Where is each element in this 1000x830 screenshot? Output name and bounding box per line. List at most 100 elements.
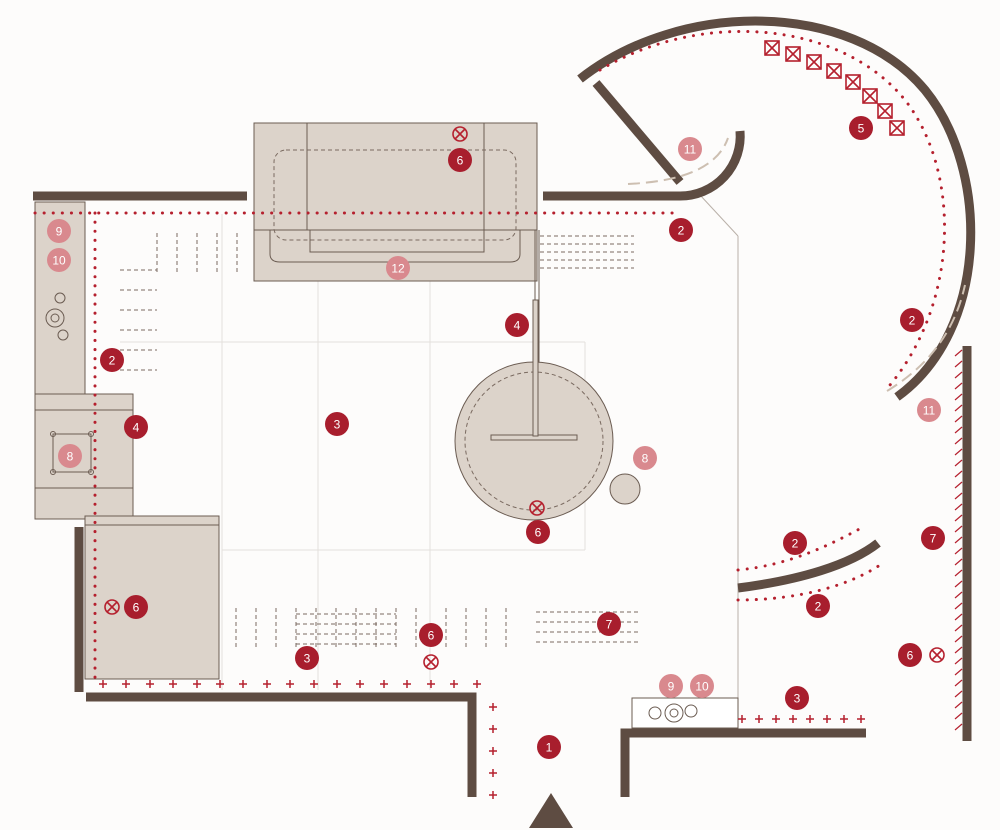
plus-icon bbox=[310, 680, 318, 688]
crossed-box-icon bbox=[104, 599, 120, 615]
plus-icon bbox=[239, 680, 247, 688]
marker-label: 5 bbox=[858, 122, 865, 136]
marker-9: 9 bbox=[47, 219, 71, 243]
plus-icon bbox=[738, 715, 746, 723]
plus-icon bbox=[263, 680, 271, 688]
marker-label: 2 bbox=[815, 600, 822, 614]
plus-icon bbox=[333, 680, 341, 688]
marker-2: 2 bbox=[806, 594, 830, 618]
plus-icon bbox=[146, 680, 154, 688]
marker-1: 1 bbox=[537, 735, 561, 759]
plus-icon bbox=[403, 680, 411, 688]
plus-icon bbox=[489, 747, 497, 755]
marker-label: 9 bbox=[56, 225, 63, 239]
marker-label: 3 bbox=[334, 418, 341, 432]
marker-12: 12 bbox=[386, 256, 410, 280]
marker-label: 9 bbox=[668, 680, 675, 694]
plus-icon bbox=[450, 680, 458, 688]
sink-fixture bbox=[631, 697, 739, 729]
marker-11: 11 bbox=[678, 137, 702, 161]
marker-label: 2 bbox=[909, 314, 916, 328]
marker-label: 6 bbox=[428, 629, 435, 643]
marker-label: 11 bbox=[923, 404, 936, 418]
marker-label: 10 bbox=[695, 680, 709, 694]
marker-label: 11 bbox=[684, 143, 697, 157]
marker-6: 6 bbox=[898, 643, 922, 667]
walls bbox=[33, 16, 976, 797]
marker-label: 6 bbox=[535, 526, 542, 540]
crossed-box-icon bbox=[862, 88, 878, 104]
kitchen-counter bbox=[34, 201, 220, 680]
hatched-wall bbox=[954, 349, 963, 731]
marker-6: 6 bbox=[448, 148, 472, 172]
side-table bbox=[609, 473, 641, 505]
plus-icon bbox=[789, 715, 797, 723]
marker-10: 10 bbox=[690, 674, 714, 698]
crossed-box-icon bbox=[423, 654, 439, 670]
marker-label: 6 bbox=[457, 154, 464, 168]
marker-label: 2 bbox=[678, 224, 685, 238]
marker-label: 6 bbox=[907, 649, 914, 663]
marker-label: 4 bbox=[514, 319, 521, 333]
marker-2: 2 bbox=[783, 531, 807, 555]
crossed-box-icon bbox=[889, 120, 905, 136]
plus-icon bbox=[216, 680, 224, 688]
marker-label: 7 bbox=[930, 532, 937, 546]
marker-6: 6 bbox=[124, 595, 148, 619]
marker-4: 4 bbox=[505, 313, 529, 337]
marker-label: 4 bbox=[133, 421, 140, 435]
marker-2: 2 bbox=[100, 348, 124, 372]
marker-3: 3 bbox=[785, 686, 809, 710]
floor-patterns bbox=[120, 233, 640, 650]
marker-2: 2 bbox=[669, 218, 693, 242]
marker-label: 10 bbox=[52, 254, 66, 268]
plus-icon bbox=[356, 680, 364, 688]
marker-10: 10 bbox=[47, 248, 71, 272]
plus-icon bbox=[840, 715, 848, 723]
cooktop-icon bbox=[45, 292, 69, 341]
plus-icon bbox=[772, 715, 780, 723]
marker-label: 2 bbox=[109, 354, 116, 368]
socket-markers bbox=[99, 680, 865, 799]
plus-icon bbox=[489, 769, 497, 777]
plus-icon bbox=[857, 715, 865, 723]
marker-8: 8 bbox=[58, 444, 82, 468]
plus-icon bbox=[286, 680, 294, 688]
marker-11: 11 bbox=[917, 398, 941, 422]
marker-label: 2 bbox=[792, 537, 799, 551]
marker-7: 7 bbox=[597, 612, 621, 636]
sink-icon bbox=[50, 431, 94, 475]
plus-icon bbox=[806, 715, 814, 723]
plus-icon bbox=[473, 680, 481, 688]
marker-label: 3 bbox=[794, 692, 801, 706]
crossed-box-icon bbox=[764, 40, 780, 56]
marker-8: 8 bbox=[633, 446, 657, 470]
lighting-lines bbox=[33, 29, 947, 682]
marker-label: 12 bbox=[391, 262, 405, 276]
sofa bbox=[253, 122, 538, 282]
outlet-markers bbox=[104, 40, 945, 670]
marker-3: 3 bbox=[325, 412, 349, 436]
marker-5: 5 bbox=[849, 116, 873, 140]
crossed-box-icon bbox=[806, 54, 822, 70]
crossed-box-icon bbox=[452, 126, 468, 142]
entrance-arrow-icon bbox=[529, 793, 573, 828]
marker-label: 7 bbox=[606, 618, 613, 632]
plus-icon bbox=[427, 680, 435, 688]
crossed-box-icon bbox=[929, 647, 945, 663]
plus-icon bbox=[169, 680, 177, 688]
crossed-box-icon bbox=[877, 103, 893, 119]
marker-3: 3 bbox=[295, 646, 319, 670]
crossed-box-icon bbox=[845, 74, 861, 90]
plus-icon bbox=[193, 680, 201, 688]
round-table bbox=[454, 230, 614, 521]
crossed-box-icon bbox=[529, 500, 545, 516]
marker-6: 6 bbox=[526, 520, 550, 544]
marker-9: 9 bbox=[659, 674, 683, 698]
plus-icon bbox=[489, 725, 497, 733]
marker-label: 8 bbox=[642, 452, 649, 466]
plus-icon bbox=[99, 680, 107, 688]
crossed-box-icon bbox=[785, 46, 801, 62]
